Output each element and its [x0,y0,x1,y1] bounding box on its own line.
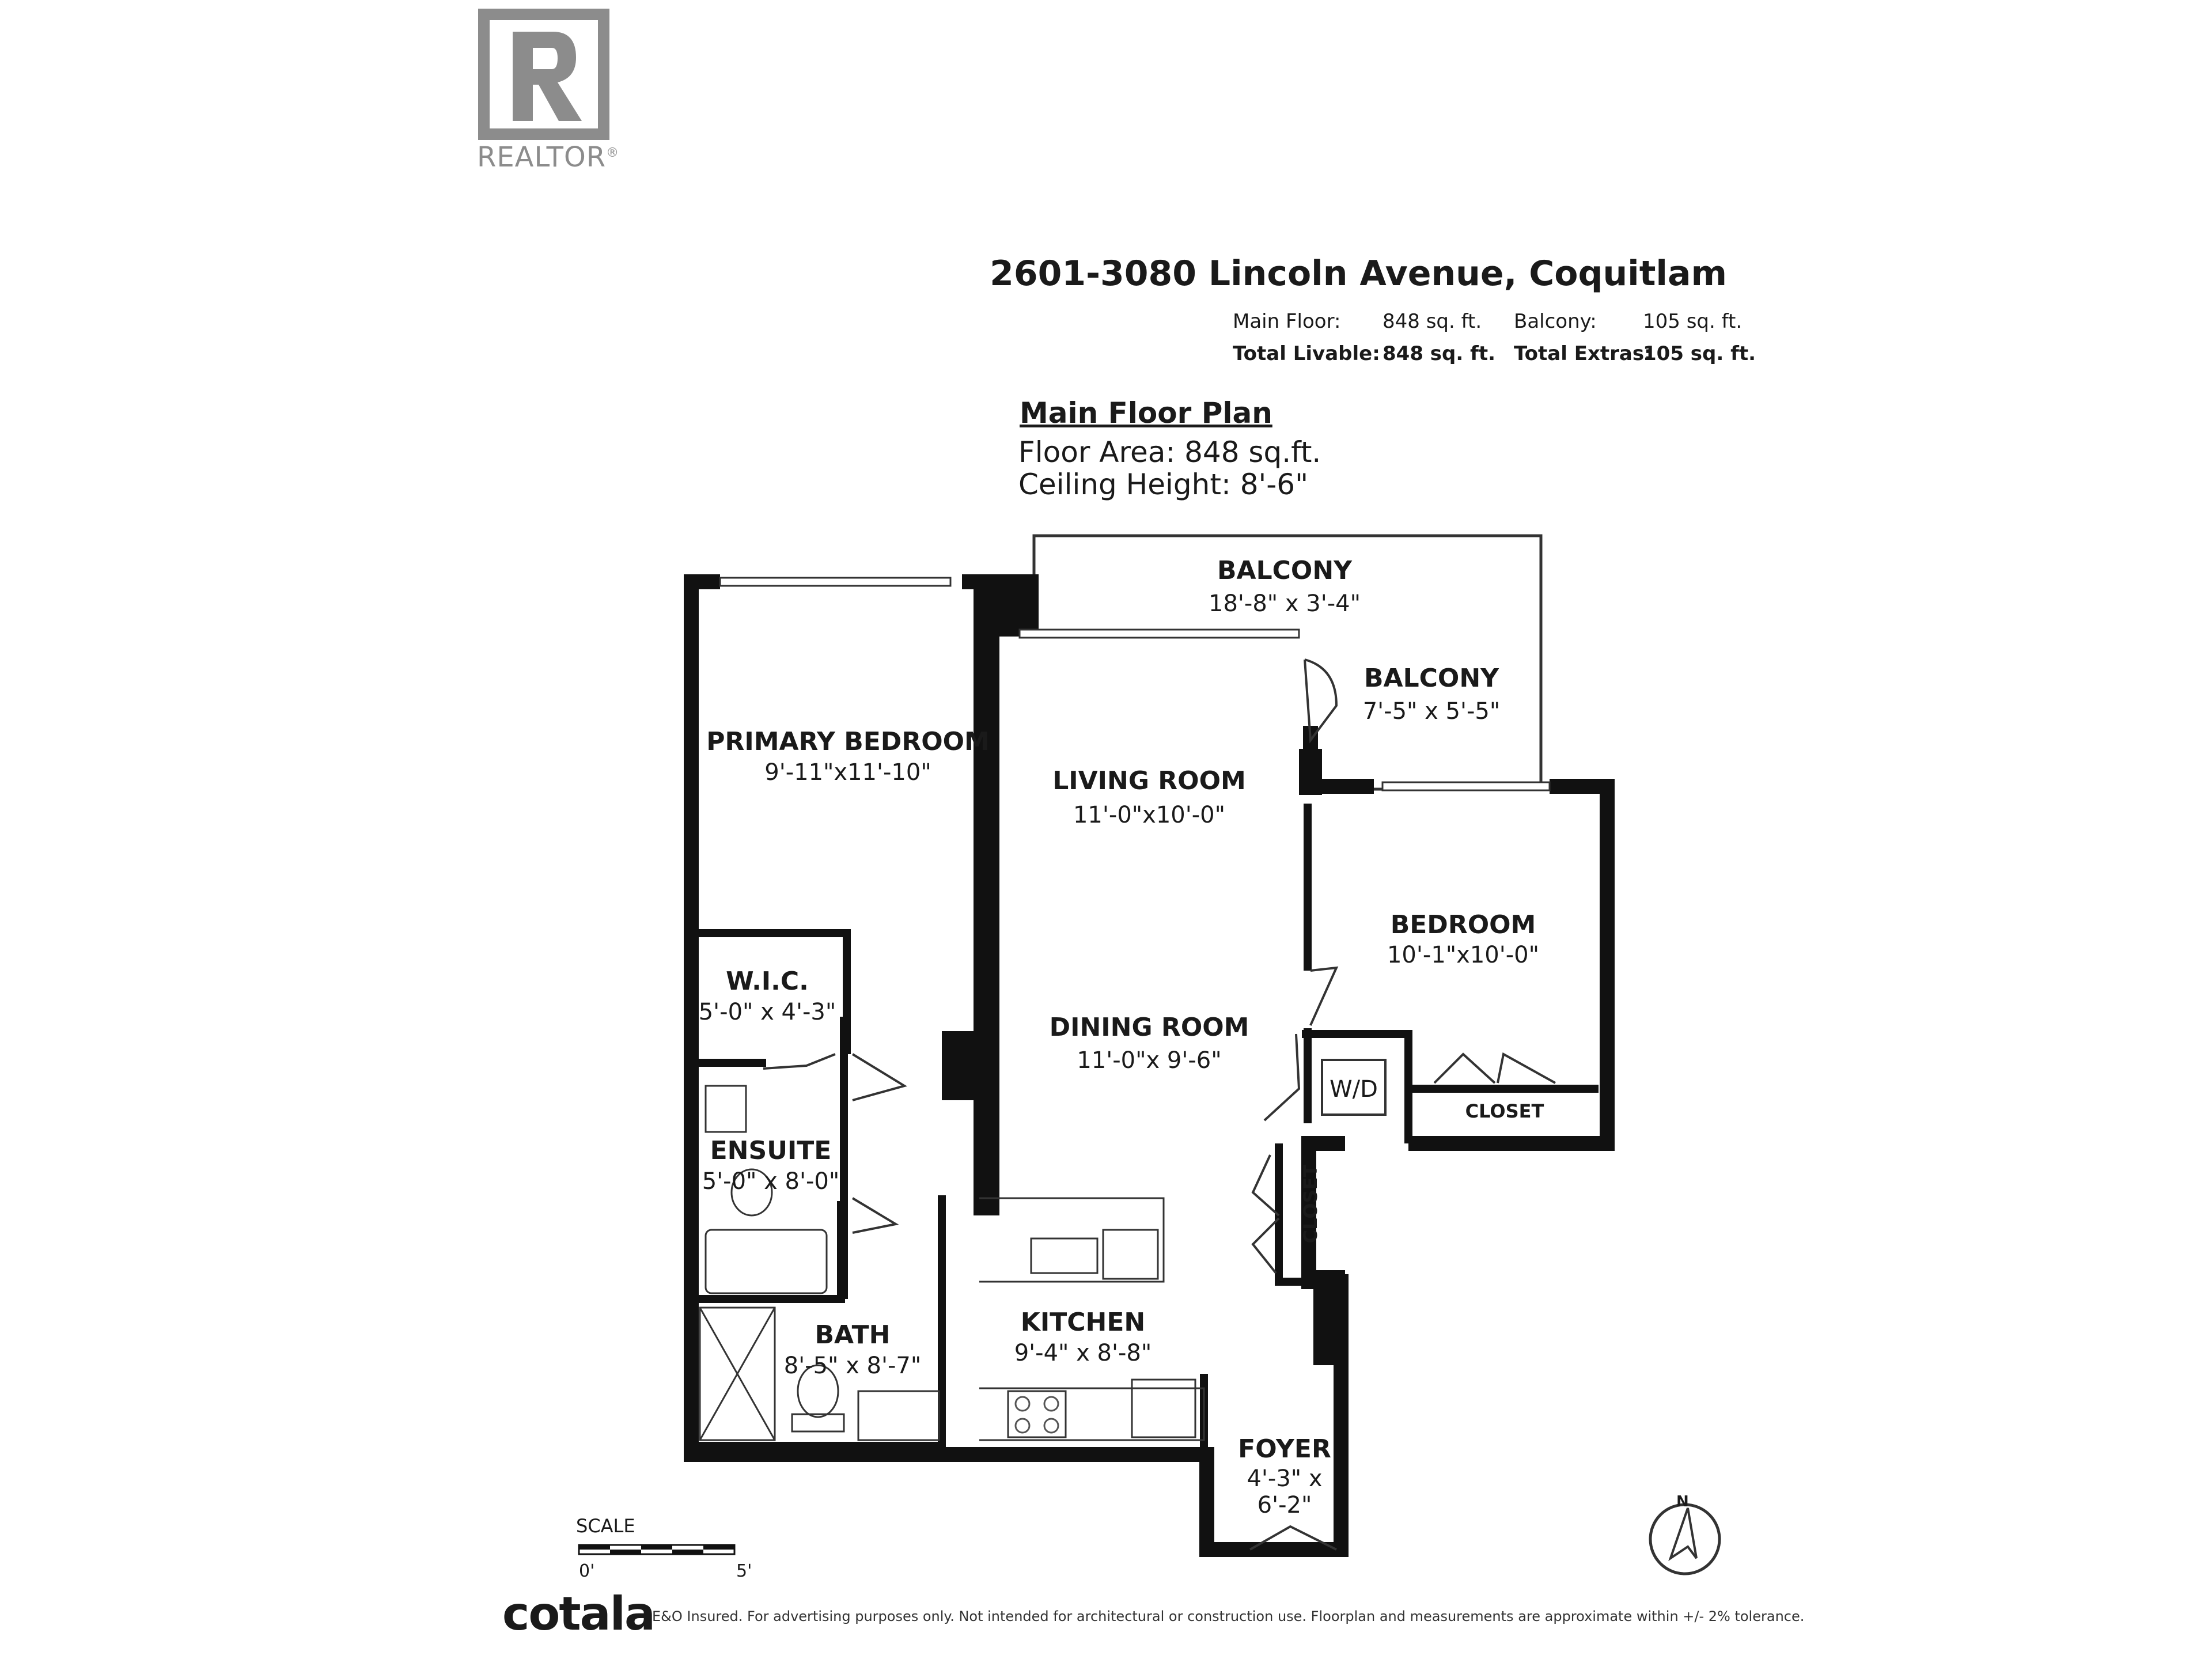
kitchen-name: KITCHEN [1020,1308,1146,1337]
foyer-dim-1: 4'-3" x [1247,1465,1323,1492]
wall-block-balcony [1299,749,1322,795]
wall-block-column [942,1031,985,1100]
balcony-side-dim: 7'-5" x 5'-5" [1362,698,1501,725]
plan-title: Main Floor Plan [1020,396,1272,430]
floor-area: Floor Area: 848 sq.ft. [1018,435,1321,469]
compass-north-label: N [1676,1493,1689,1510]
balcony-label: Balcony: [1514,310,1597,333]
interior-walls [697,804,1599,1455]
main-floor-value: 848 sq. ft. [1382,310,1482,333]
balcony-value: 105 sq. ft. [1643,310,1743,333]
dining-room-name: DINING ROOM [1049,1013,1249,1042]
realtor-logo-inner [490,20,598,128]
scale-label: SCALE [576,1515,635,1537]
kitchen-fixtures [979,1197,1205,1441]
ensuite-dim: 5'-0" x 8'-0" [702,1168,840,1195]
disclaimer: E&O Insured. For advertising purposes on… [652,1608,1805,1624]
cotala-logo: cotala [502,1587,656,1641]
balcony-main-dim: 18'-8" x 3'-4" [1208,590,1361,617]
foyer-closet-label: CLOSET [1300,1164,1321,1244]
wall-block-foyer [1313,1270,1345,1365]
ensuite-name: ENSUITE [710,1136,832,1165]
wic-name: W.I.C. [726,967,809,996]
wic-dim: 5'-0" x 4'-3" [698,999,836,1025]
scale-end: 5' [736,1561,752,1581]
realtor-r-icon [513,32,582,121]
bedroom-name: BEDROOM [1390,910,1536,940]
scale-bar-icon [578,1544,736,1555]
foyer-dim-2: 6'-2" [1257,1492,1312,1518]
bath-name: BATH [815,1320,891,1350]
dining-room-dim: 11'-0"x 9'-6" [1077,1047,1222,1074]
living-room-dim: 11'-0"x10'-0" [1073,802,1226,828]
bath-fixtures [699,1085,940,1441]
windows [719,577,1551,791]
bedroom-closet-label: CLOSET [1465,1100,1544,1122]
doors [763,658,1556,1551]
stove-burners [1014,1396,1059,1434]
kitchen-dim: 9'-4" x 8'-8" [1014,1340,1152,1366]
bath-dim: 8'-5" x 8'-7" [783,1353,922,1379]
total-livable-label: Total Livable: [1233,342,1380,365]
main-floor-label: Main Floor: [1233,310,1341,333]
total-livable-value: 848 sq. ft. [1382,342,1496,365]
scale-start: 0' [579,1561,595,1581]
wall-block-corner [997,585,1031,637]
foyer-name: FOYER [1238,1434,1331,1464]
primary-bedroom-name: PRIMARY BEDROOM [706,727,990,756]
total-extras-label: Total Extras: [1514,342,1652,365]
ceiling-height: Ceiling Height: 8'-6" [1018,468,1309,501]
living-room-name: LIVING ROOM [1052,766,1246,796]
realtor-wordmark: REALTOR® [477,141,620,173]
total-extras-value: 105 sq. ft. [1643,342,1756,365]
compass-icon [1649,1503,1721,1575]
balcony-side-name: BALCONY [1363,664,1499,693]
property-address: 2601-3080 Lincoln Avenue, Coquitlam [990,253,1727,294]
balcony-main-name: BALCONY [1217,556,1353,585]
washer-dryer-label: W/D [1330,1076,1378,1103]
bedroom-dim: 10'-1"x10'-0" [1387,942,1540,968]
washer-dryer-box [1321,1059,1387,1116]
wall-block-primary [974,582,999,1215]
primary-bedroom-dim: 9'-11"x11'-10" [764,759,931,786]
